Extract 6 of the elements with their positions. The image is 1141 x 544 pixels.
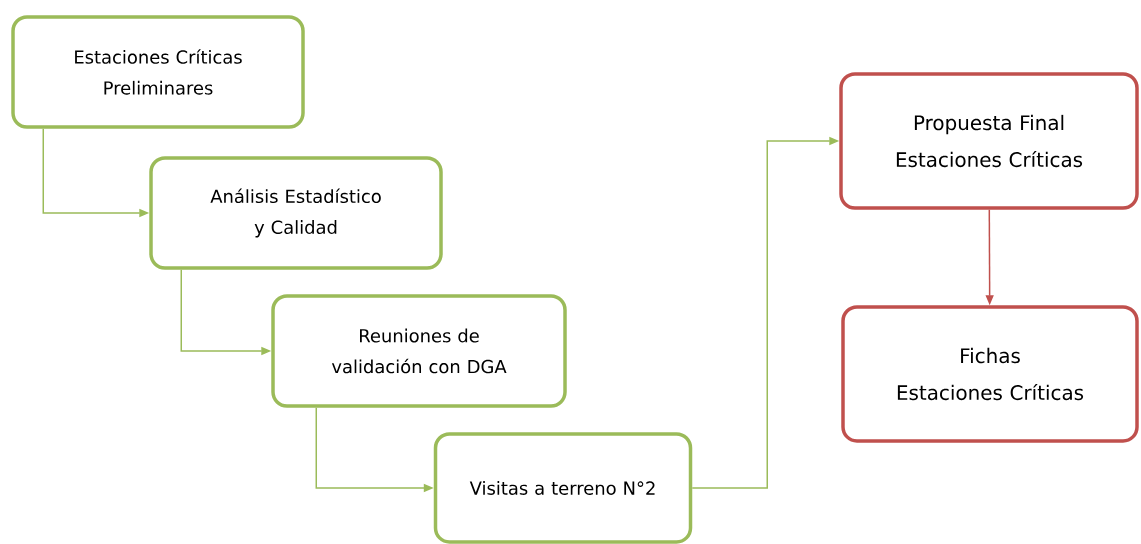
process-box: Análisis Estadístico y Calidad bbox=[149, 156, 443, 270]
process-box: Propuesta Final Estaciones Críticas bbox=[839, 72, 1139, 210]
process-box: Estaciones Críticas Preliminares bbox=[11, 15, 305, 129]
process-box: Fichas Estaciones Críticas bbox=[841, 305, 1139, 443]
process-box: Reuniones de validación con DGA bbox=[271, 294, 567, 408]
process-box: Visitas a terreno N°2 bbox=[433, 432, 693, 544]
